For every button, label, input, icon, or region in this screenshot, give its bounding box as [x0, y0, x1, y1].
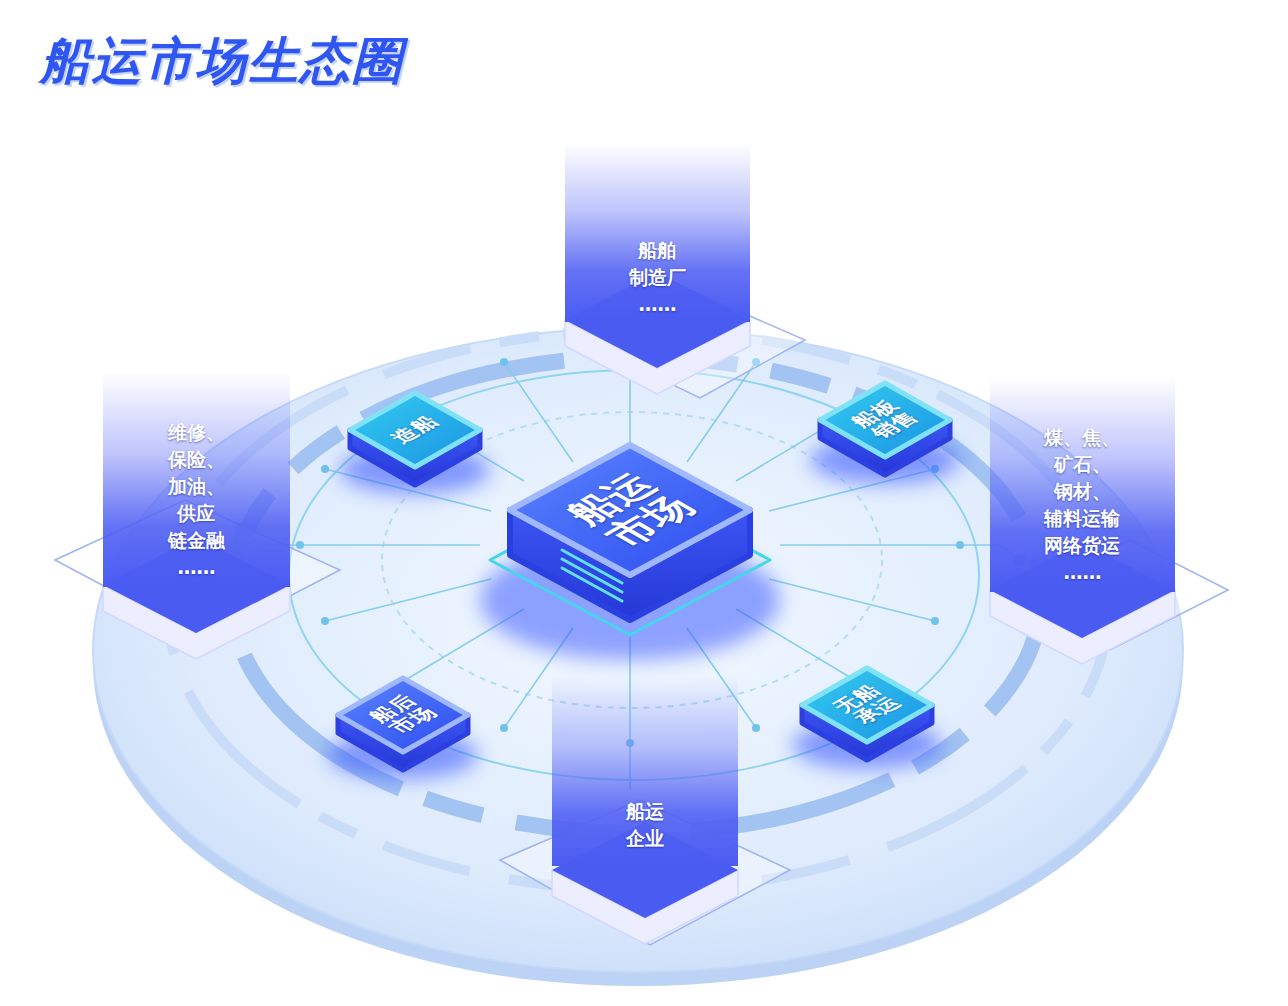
circuit-dot: [956, 541, 964, 549]
cube-stripes: [562, 550, 622, 601]
cube-top: [510, 445, 750, 575]
pillar-label: 船运 企业: [620, 798, 669, 852]
tile-chuanhou: [328, 678, 478, 779]
pillar-label: 煤、焦、 矿石、 钢材、 辅料运输 网络货运: [1039, 424, 1126, 559]
circuit-line: [780, 544, 960, 546]
circuit-dot: [321, 617, 329, 625]
pillar-node: 船运 企业: [552, 676, 738, 866]
outer-ring: [168, 330, 1108, 890]
circuit-dot: [931, 617, 939, 625]
circuit-dot: [321, 465, 329, 473]
tile-top: [802, 668, 932, 742]
tile-chuanban: [810, 383, 960, 484]
circuit-dot: [296, 541, 304, 549]
tile-zaochuan: [340, 393, 490, 494]
tile-wuchuan: [792, 668, 942, 769]
platform-disc: [93, 328, 1183, 972]
pillar-more: ……: [639, 291, 677, 318]
circuit-line: [300, 544, 480, 546]
pillar-label: 船舶 制造厂: [623, 237, 691, 291]
diagram-title: 船运市场生态圈: [40, 28, 404, 95]
plate-outlines: [55, 290, 1228, 945]
circuit-line: [769, 579, 935, 621]
pillar-bases: [103, 272, 1175, 944]
cube-stripe: [562, 559, 622, 592]
pillar-node: 维修、 保险、 加油、 供应 链金融……: [103, 372, 290, 587]
pillar-node: 船舶 制造厂……: [565, 142, 750, 322]
tile-top: [820, 383, 950, 457]
circuit-line: [504, 362, 573, 462]
center-cube: [480, 445, 780, 660]
circuit-dot: [500, 358, 508, 366]
pillar-label: 维修、 保险、 加油、 供应 链金融: [162, 419, 230, 554]
circuit-dot: [752, 724, 760, 732]
pillar-node: 煤、焦、 矿石、 钢材、 辅料运输 网络货运……: [990, 377, 1175, 592]
pillar-more: ……: [1064, 559, 1102, 586]
tile-top: [350, 393, 480, 467]
circuit-dot: [500, 724, 508, 732]
pillar-more: ……: [178, 554, 216, 581]
cube-stripe: [562, 568, 622, 601]
circuit-line: [325, 579, 491, 621]
tile-top: [338, 678, 468, 752]
cube-stripe: [562, 550, 622, 583]
